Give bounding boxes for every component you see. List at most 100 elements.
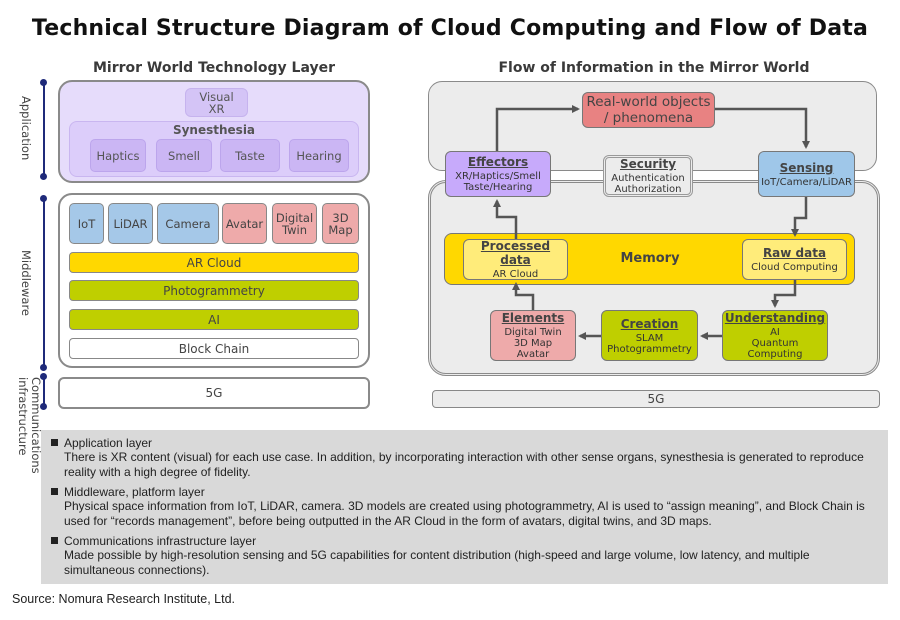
- real-world-label: Real-world objects: [586, 94, 711, 110]
- sensing-detail: IoT/Camera/LiDAR: [761, 176, 852, 188]
- sense-taste: Taste: [220, 139, 280, 172]
- axis-line-communications: [43, 376, 45, 406]
- tile-label: Digital: [275, 210, 314, 225]
- creation-detail: SLAM: [635, 332, 664, 344]
- 5g-label: 5G: [205, 386, 223, 400]
- axis-dot: [40, 373, 47, 380]
- tile-label: LiDAR: [113, 216, 148, 231]
- security-title: Security: [619, 157, 677, 171]
- note-body: Made possible by high-resolution sensing…: [64, 548, 810, 577]
- bar-label: Photogrammetry: [163, 283, 265, 298]
- note-communications: Communications infrastructure layer Made…: [51, 534, 878, 578]
- bullet-square-icon: [51, 439, 58, 446]
- processed-title: Processed data: [480, 239, 551, 267]
- real-world-label: / phenomena: [603, 110, 694, 126]
- axis-dot: [40, 403, 47, 410]
- sense-label: Taste: [235, 148, 265, 163]
- axis-label-communications: Communications infrastructure: [16, 377, 43, 474]
- tile-iot: IoT: [69, 203, 104, 244]
- elements-detail: Avatar: [516, 349, 550, 360]
- security-node: Security Authentication Authorization: [603, 155, 693, 197]
- source-citation: Source: Nomura Research Institute, Ltd.: [12, 592, 236, 606]
- elements-node: Elements Digital Twin 3D Map Avatar: [490, 310, 576, 361]
- note-heading: Application layer: [64, 436, 153, 450]
- security-detail: Authentication: [611, 173, 685, 184]
- axis-label-middleware: Middleware: [19, 250, 33, 316]
- bar-ar-cloud: AR Cloud: [69, 252, 359, 273]
- real-world-node: Real-world objects / phenomena: [582, 92, 715, 128]
- tile-avatar: Avatar: [222, 203, 267, 244]
- creation-title: Creation: [620, 316, 679, 331]
- sense-hearing: Hearing: [289, 139, 349, 172]
- bar-label: AI: [208, 312, 220, 327]
- effectors-title: Effectors: [467, 155, 529, 169]
- bullet-square-icon: [51, 537, 58, 544]
- tile-label: 3D: [332, 210, 349, 225]
- bar-ai: AI: [69, 309, 359, 330]
- elements-title: Elements: [501, 311, 565, 325]
- tile-camera: Camera: [157, 203, 219, 244]
- note-body: There is XR content (visual) for each us…: [64, 450, 864, 479]
- understanding-detail: Quantum Computing: [747, 338, 803, 360]
- tile-label: Camera: [165, 216, 211, 231]
- infrastructure-5g-box: 5G: [58, 377, 370, 409]
- visual-xr-box: Visual XR: [185, 88, 248, 117]
- axis-dot: [40, 195, 47, 202]
- synesthesia-title: Synesthesia: [172, 123, 256, 137]
- bar-label: Block Chain: [178, 341, 250, 356]
- tile-lidar: LiDAR: [108, 203, 153, 244]
- effectors-detail: XR/Haptics/Smell: [455, 171, 541, 182]
- visual-label: Visual: [199, 89, 234, 104]
- sense-label: Haptics: [96, 148, 140, 163]
- creation-node: Creation SLAM Photogrammetry: [601, 310, 698, 361]
- sense-smell: Smell: [156, 139, 212, 172]
- security-detail: Authorization: [614, 184, 682, 195]
- note-application: Application layer There is XR content (v…: [51, 436, 878, 480]
- bar-block-chain: Block Chain: [69, 338, 359, 359]
- effectors-node: Effectors XR/Haptics/Smell Taste/Hearing: [445, 151, 551, 197]
- notes-panel: Application layer There is XR content (v…: [41, 430, 888, 584]
- elements-detail: Digital Twin: [504, 327, 562, 338]
- axis-line-application: [43, 82, 45, 177]
- bar-label: AR Cloud: [186, 255, 242, 270]
- right-panel-heading: Flow of Information in the Mirror World: [498, 60, 810, 76]
- axis-dot: [40, 79, 47, 86]
- understanding-node: Understanding AI Quantum Computing: [722, 310, 828, 361]
- tile-label: IoT: [77, 216, 96, 231]
- axis-dot: [40, 173, 47, 180]
- right-infrastructure-5g-box: 5G: [432, 390, 880, 408]
- understanding-title: Understanding: [724, 311, 826, 325]
- understanding-detail: AI: [770, 327, 780, 338]
- processed-detail: AR Cloud: [492, 269, 539, 280]
- raw-data-node: Raw data Cloud Computing: [742, 239, 847, 280]
- sensing-node: Sensing IoT/Camera/LiDAR: [758, 151, 855, 197]
- memory-label: Memory: [620, 251, 680, 266]
- axis-dot: [40, 364, 47, 371]
- elements-detail: 3D Map: [513, 338, 553, 349]
- note-heading: Middleware, platform layer: [64, 485, 205, 499]
- raw-title: Raw data: [762, 246, 827, 260]
- tile-label: Avatar: [225, 216, 264, 231]
- bullet-square-icon: [51, 488, 58, 495]
- sense-label: Smell: [168, 148, 200, 163]
- xr-label: XR: [208, 101, 225, 116]
- tile-label: Map: [328, 222, 353, 237]
- 5g-label: 5G: [647, 392, 665, 406]
- axis-line-middleware: [43, 198, 45, 367]
- processed-data-node: Processed data AR Cloud: [463, 239, 568, 280]
- sensing-title: Sensing: [779, 160, 834, 175]
- diagram-title: Technical Structure Diagram of Cloud Com…: [31, 16, 869, 41]
- sense-label: Hearing: [296, 148, 342, 163]
- effectors-detail: Taste/Hearing: [463, 182, 533, 193]
- creation-detail: Photogrammetry: [607, 343, 692, 355]
- raw-detail: Cloud Computing: [751, 262, 838, 273]
- bar-photogrammetry: Photogrammetry: [69, 280, 359, 301]
- note-body: Physical space information from IoT, LiD…: [64, 499, 865, 528]
- sense-haptics: Haptics: [90, 139, 146, 172]
- axis-label-application: Application: [19, 96, 33, 161]
- tile-label: Twin: [281, 222, 307, 237]
- note-heading: Communications infrastructure layer: [64, 534, 257, 548]
- note-middleware: Middleware, platform layer Physical spac…: [51, 485, 878, 529]
